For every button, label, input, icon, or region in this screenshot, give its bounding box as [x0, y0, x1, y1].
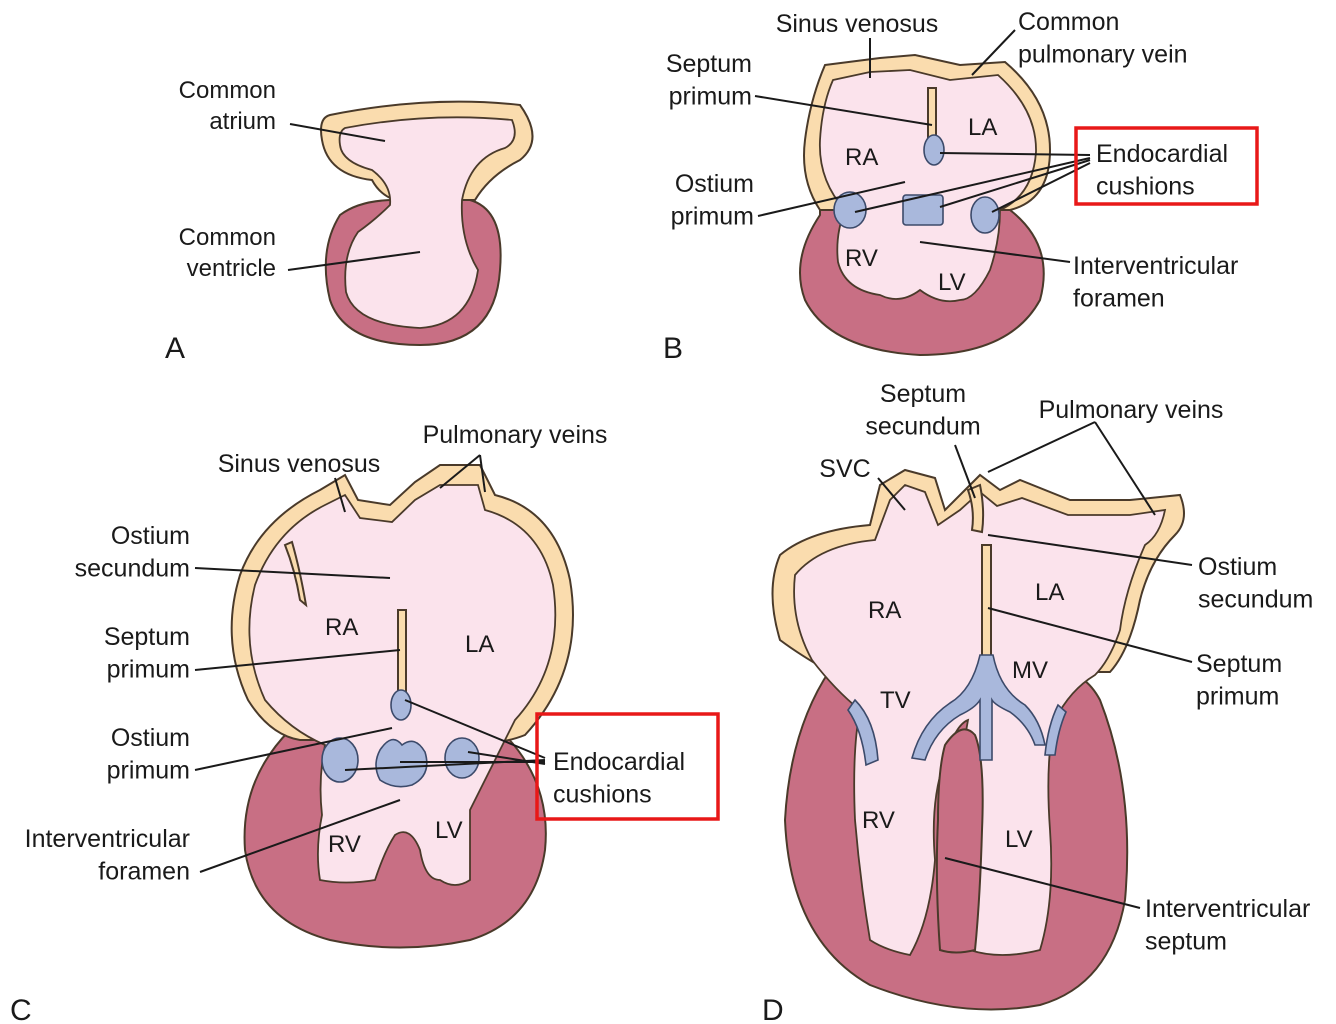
valve-mv-d: MV	[1012, 657, 1048, 684]
chamber-la-b: LA	[968, 114, 997, 141]
label-line: pulmonary vein	[1018, 41, 1188, 69]
label-line: ventricle	[187, 255, 276, 282]
label-ostium-primum-c: Ostium primum	[107, 724, 190, 785]
label-sinus-venosus-b: Sinus venosus	[776, 10, 939, 38]
label-line: Sinus venosus	[218, 450, 381, 478]
panel-c-septum-primum	[398, 610, 406, 700]
label-line: foramen	[1073, 285, 1165, 313]
label-interventricular-foramen-c: Interventricular foramen	[25, 825, 190, 886]
label-line: cushions	[1096, 173, 1195, 201]
panel-c-drawing	[232, 465, 573, 948]
label-line: Common	[179, 77, 276, 104]
label-line: secundum	[865, 413, 980, 441]
label-line: Ostium	[111, 724, 190, 752]
label-ostium-primum-b: Ostium primum	[671, 170, 754, 231]
label-line: Ostium	[675, 170, 754, 198]
panel-b: RA LA RV LV Sinus venosus Common pulmonar…	[663, 8, 1257, 365]
label-line: Interventricular	[1073, 252, 1238, 280]
label-line: Pulmonary veins	[1039, 396, 1224, 424]
label-line: primum	[1196, 683, 1279, 711]
label-interventricular-septum-d: Interventricular septum	[1145, 895, 1310, 956]
label-line: Interventricular	[1145, 895, 1310, 923]
label-line: foramen	[98, 858, 190, 886]
chamber-rv-d: RV	[862, 807, 895, 834]
label-line: atrium	[209, 108, 276, 135]
chamber-lv-c: LV	[435, 817, 463, 844]
label-endocardial-cushions-b: Endocardial cushions	[1096, 140, 1228, 201]
label-line: Pulmonary veins	[423, 421, 608, 449]
panel-letter-c: C	[10, 994, 32, 1024]
chamber-ra-b: RA	[845, 144, 878, 171]
panel-a: Common atrium Common ventricle A	[165, 77, 533, 365]
chamber-lv-d: LV	[1005, 826, 1033, 853]
chamber-la-c: LA	[465, 631, 494, 658]
label-septum-primum-d: Septum primum	[1196, 650, 1282, 711]
label-septum-primum-b: Septum primum	[666, 50, 752, 111]
label-line: primum	[107, 656, 190, 684]
label-line: Septum	[880, 380, 966, 408]
label-common-ventricle: Common ventricle	[179, 224, 276, 282]
label-pulmonary-veins-d: Pulmonary veins	[1039, 396, 1224, 424]
chamber-rv-b: RV	[845, 245, 878, 272]
panel-letter-d: D	[762, 994, 784, 1024]
label-septum-secundum-d: Septum secundum	[865, 380, 980, 441]
label-ostium-secundum-c: Ostium secundum	[75, 522, 190, 583]
label-sinus-venosus-c: Sinus venosus	[218, 450, 381, 478]
panel-d: RA LA TV MV RV LV Septum secundum Pulmona…	[762, 380, 1313, 1024]
panel-d-drawing	[773, 470, 1185, 1010]
label-common-pulmonary-vein: Common pulmonary vein	[1018, 8, 1188, 69]
label-line: secundum	[1198, 586, 1313, 614]
label-line: secundum	[75, 555, 190, 583]
panel-a-drawing	[321, 102, 533, 345]
label-svc-d: SVC	[819, 455, 870, 483]
label-line: Interventricular	[25, 825, 190, 853]
label-line: Endocardial	[553, 748, 685, 776]
label-line: Common	[1018, 8, 1119, 36]
panel-letter-b: B	[663, 332, 683, 365]
label-line: primum	[671, 203, 754, 231]
interventricular-septum-wall	[937, 729, 983, 952]
label-line: Ostium	[111, 522, 190, 550]
label-line: Ostium	[1198, 553, 1277, 581]
chamber-ra-d: RA	[868, 597, 901, 624]
label-line: septum	[1145, 928, 1227, 956]
label-septum-primum-c: Septum primum	[104, 623, 190, 684]
label-line: Endocardial	[1096, 140, 1228, 168]
chamber-la-d: LA	[1035, 579, 1064, 606]
chamber-ra-c: RA	[325, 614, 358, 641]
chamber-rv-c: RV	[328, 831, 361, 858]
label-line: Sinus venosus	[776, 10, 939, 38]
panel-letter-a: A	[165, 332, 185, 365]
label-line: cushions	[553, 781, 652, 809]
valve-tv-d: TV	[880, 687, 911, 714]
label-line: primum	[107, 757, 190, 785]
label-ostium-secundum-d: Ostium secundum	[1198, 553, 1313, 614]
panel-b-septum-primum	[928, 88, 936, 140]
label-interventricular-foramen-b: Interventricular foramen	[1073, 252, 1238, 313]
panel-b-drawing	[800, 55, 1050, 355]
label-line: primum	[669, 83, 752, 111]
chamber-lv-b: LV	[938, 269, 966, 296]
label-pulmonary-veins-c: Pulmonary veins	[423, 421, 608, 449]
label-endocardial-cushions-c: Endocardial cushions	[553, 748, 685, 809]
panel-d-septum-primum	[982, 545, 991, 660]
label-line: Common	[179, 224, 276, 251]
label-line: Septum	[1196, 650, 1282, 678]
label-common-atrium: Common atrium	[179, 77, 276, 135]
panel-c: RA LA RV LV Pulmonary veins Sinus venosu…	[10, 421, 718, 1024]
label-line: Septum	[104, 623, 190, 651]
label-line: SVC	[819, 455, 870, 483]
label-line: Septum	[666, 50, 752, 78]
